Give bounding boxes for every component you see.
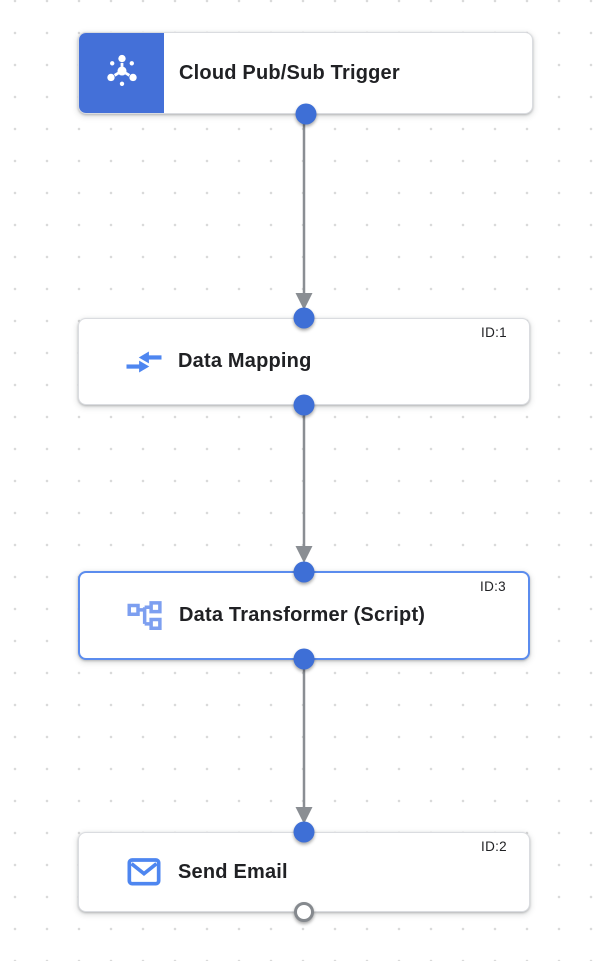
data-transformer-icon [124,595,166,637]
node-title: Data Transformer (Script) [179,604,426,626]
trigger-icon-block [79,33,164,113]
edge-mapping-to-transformer[interactable] [295,405,313,563]
input-port[interactable] [293,821,315,843]
node-data-mapping[interactable]: ID:1 Data Mapping [78,307,530,416]
output-port[interactable] [293,394,315,416]
node-title: Send Email [178,860,288,883]
node-data-transformer-script[interactable]: ID:3 Data Transformer (Script) [78,561,530,670]
node-cloud-pubsub-trigger[interactable]: Cloud Pub/Sub Trigger [78,32,533,125]
edge-transformer-to-email[interactable] [295,660,313,824]
pubsub-icon [101,50,143,97]
node-id-badge: ID:3 [480,579,506,594]
edge-trigger-to-mapping[interactable] [295,114,313,310]
input-port[interactable] [293,307,315,329]
node-id-badge: ID:2 [481,839,507,854]
node-send-email[interactable]: ID:2 Send Email [78,821,530,922]
send-email-icon [123,851,165,893]
output-port-open[interactable] [294,902,314,922]
data-mapping-icon [123,341,165,383]
input-port[interactable] [293,561,315,583]
output-port[interactable] [293,648,315,670]
node-title: Cloud Pub/Sub Trigger [179,61,400,84]
node-id-badge: ID:1 [481,325,507,340]
node-title: Data Mapping [178,350,312,372]
output-port[interactable] [295,103,316,125]
